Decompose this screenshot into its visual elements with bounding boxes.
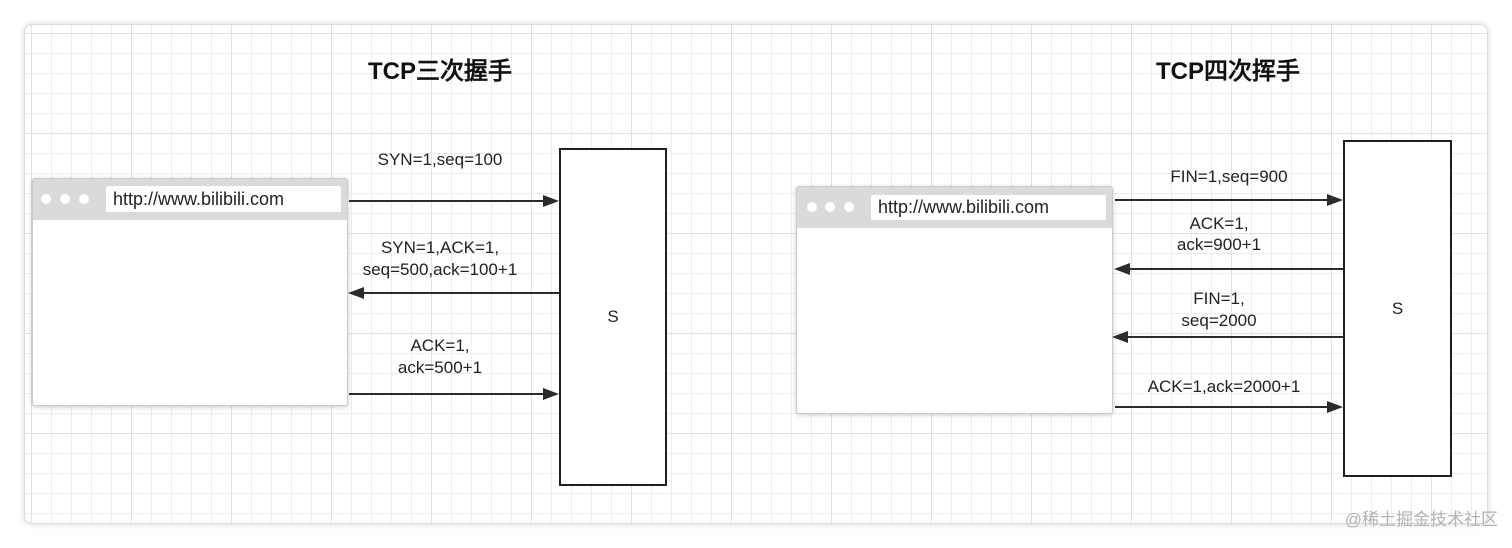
message-line: seq=500,ack=100+1 [362,260,518,279]
server-box: S [1343,140,1452,477]
message-line: SYN=1,seq=100 [377,150,503,169]
message-syn-ack: SYN=1,ACK=1, seq=500,ack=100+1 [290,237,590,281]
message-line: ACK=1, [1189,214,1249,233]
window-control-dot [79,194,89,204]
handshake-title: TCP三次握手 [368,58,512,85]
message-line: ACK=1, [410,336,470,355]
server-box: S [559,148,667,486]
teardown-title: TCP四次挥手 [1156,58,1300,85]
window-control-dot [807,202,817,212]
message-line: ACK=1,ack=2000+1 [1147,377,1301,396]
window-control-dot [844,202,854,212]
window-control-dot [825,202,835,212]
message-ack-client: ACK=1,ack=2000+1 [1074,376,1374,398]
watermark: @稀土掘金技术社区 [1344,510,1498,529]
message-fin-server: FIN=1, seq=2000 [1069,288,1369,332]
server-label: S [607,307,619,326]
server-label: S [1391,298,1404,318]
message-line: FIN=1,seq=900 [1170,167,1288,186]
message-fin-client: FIN=1,seq=900 [1079,166,1379,188]
client-browser-window: http://www.bilibili.com [32,178,348,406]
client-browser-window: http://www.bilibili.com [796,186,1113,414]
window-control-dot [41,194,51,204]
message-line: FIN=1, [1193,289,1245,308]
window-control-dot [60,194,70,204]
address-bar: http://www.bilibili.com [871,195,1106,220]
address-bar: http://www.bilibili.com [106,186,341,212]
message-syn: SYN=1,seq=100 [290,149,590,171]
message-line: seq=2000 [1181,311,1257,330]
message-line: ack=900+1 [1176,235,1262,254]
message-line: SYN=1,ACK=1, [380,238,500,257]
message-ack-server: ACK=1, ack=900+1 [1069,213,1369,255]
diagram-canvas [24,24,1488,524]
browser-title-bar: http://www.bilibili.com [33,179,347,220]
message-ack: ACK=1, ack=500+1 [290,335,590,379]
message-line: ack=500+1 [397,358,483,377]
browser-title-bar: http://www.bilibili.com [797,187,1112,228]
